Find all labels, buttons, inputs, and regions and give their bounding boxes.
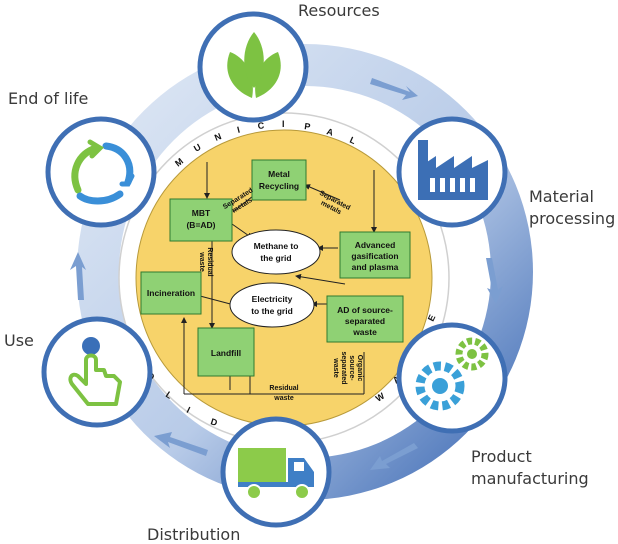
svg-text:waste: waste — [198, 251, 205, 272]
box-label: Metal — [268, 169, 290, 179]
mbt-box: MBT (B=AD) — [169, 198, 233, 242]
stage-label-end-of-life: End of life — [8, 89, 88, 108]
arrow-resources-to-processing — [370, 78, 418, 100]
ring-letter: C — [257, 120, 265, 131]
svg-text:source-: source- — [348, 355, 355, 381]
metal-recycling-box: Metal Recycling — [251, 159, 307, 201]
ellipse-label: to the grid — [251, 306, 293, 316]
ring-letter: E — [426, 313, 438, 323]
recycle-icon — [71, 139, 135, 205]
methane-to-grid-ellipse: Methane to the grid — [231, 229, 321, 275]
ring-letter: I — [185, 405, 192, 415]
ellipse-label: the grid — [260, 253, 291, 263]
box-label: waste — [352, 327, 377, 337]
ring-letter: I — [236, 125, 241, 135]
pointer-hand-icon — [68, 337, 122, 406]
flow-label-residual-waste-vertical: Residual waste — [198, 247, 213, 276]
svg-text:waste: waste — [273, 395, 294, 402]
stage-label-resources: Resources — [298, 1, 380, 20]
ring-letter: A — [325, 126, 334, 138]
flow-label-organic-source-separated: Organic source- separated waste — [332, 351, 363, 384]
product-manufacturing-node — [396, 322, 508, 434]
leaf-icon — [227, 32, 281, 98]
box-label: MBT — [192, 208, 211, 218]
box-label: separated — [345, 316, 385, 326]
stage-label-distribution: Distribution — [147, 525, 240, 544]
stage-label-use: Use — [4, 331, 34, 350]
factory-icon — [418, 140, 488, 200]
svg-text:separated: separated — [340, 351, 347, 384]
incineration-box: Incineration — [140, 271, 202, 315]
landfill-box: Landfill — [197, 327, 255, 377]
ellipse-label: Electricity — [252, 294, 293, 304]
use-node — [41, 316, 153, 428]
box-label: gasification — [351, 251, 398, 261]
resources-node — [197, 11, 309, 123]
box-label: (B=AD) — [186, 220, 215, 230]
arrow-distribution-to-use — [154, 432, 208, 456]
material-processing-node — [396, 116, 508, 228]
ring-word-municipal: M U N I C I P A L — [173, 119, 358, 169]
end-of-life-node — [45, 116, 157, 228]
box-label: AD of source- — [337, 305, 393, 315]
svg-text:Organic: Organic — [356, 355, 363, 382]
box-label: Advanced — [355, 240, 396, 250]
stage-label-product-manufacturing-line1: Product — [471, 447, 532, 466]
svg-text:waste: waste — [332, 357, 339, 378]
truck-icon — [238, 448, 314, 500]
gears-icon — [415, 337, 489, 411]
box-label: and plasma — [352, 262, 399, 272]
ring-letter: U — [192, 142, 203, 154]
advanced-gasification-box: Advanced gasification and plasma — [339, 231, 411, 279]
electricity-to-grid-ellipse: Electricity to the grid — [229, 282, 315, 328]
ellipse-label: Methane to — [254, 241, 299, 251]
box-label: Incineration — [147, 288, 195, 298]
stage-label-product-manufacturing-line2: manufacturing — [471, 469, 589, 488]
ring-letter: N — [213, 131, 223, 143]
svg-text:Residual: Residual — [269, 385, 298, 392]
ring-letter: L — [164, 389, 175, 401]
ring-letter: I — [282, 119, 285, 129]
stage-label-material-processing-line2: processing — [529, 209, 615, 228]
arrow-use-to-end — [70, 252, 86, 300]
flow-label-residual-waste-bottom: Residual waste — [269, 385, 298, 402]
svg-text:Residual: Residual — [206, 247, 213, 276]
ring-letter: D — [209, 416, 219, 428]
distribution-node — [220, 416, 332, 528]
ring-letter: P — [304, 121, 311, 132]
ring-flow-arrows — [70, 78, 503, 470]
ad-source-separated-box: AD of source- separated waste — [326, 295, 404, 343]
stage-label-material-processing-line1: Material — [529, 187, 594, 206]
ring-letter: L — [348, 135, 358, 147]
arrow-processing-to-manufacturing — [486, 258, 503, 304]
box-label: Landfill — [211, 348, 241, 358]
arrow-manufacturing-to-distribution — [370, 443, 418, 470]
box-label: Recycling — [259, 181, 299, 191]
